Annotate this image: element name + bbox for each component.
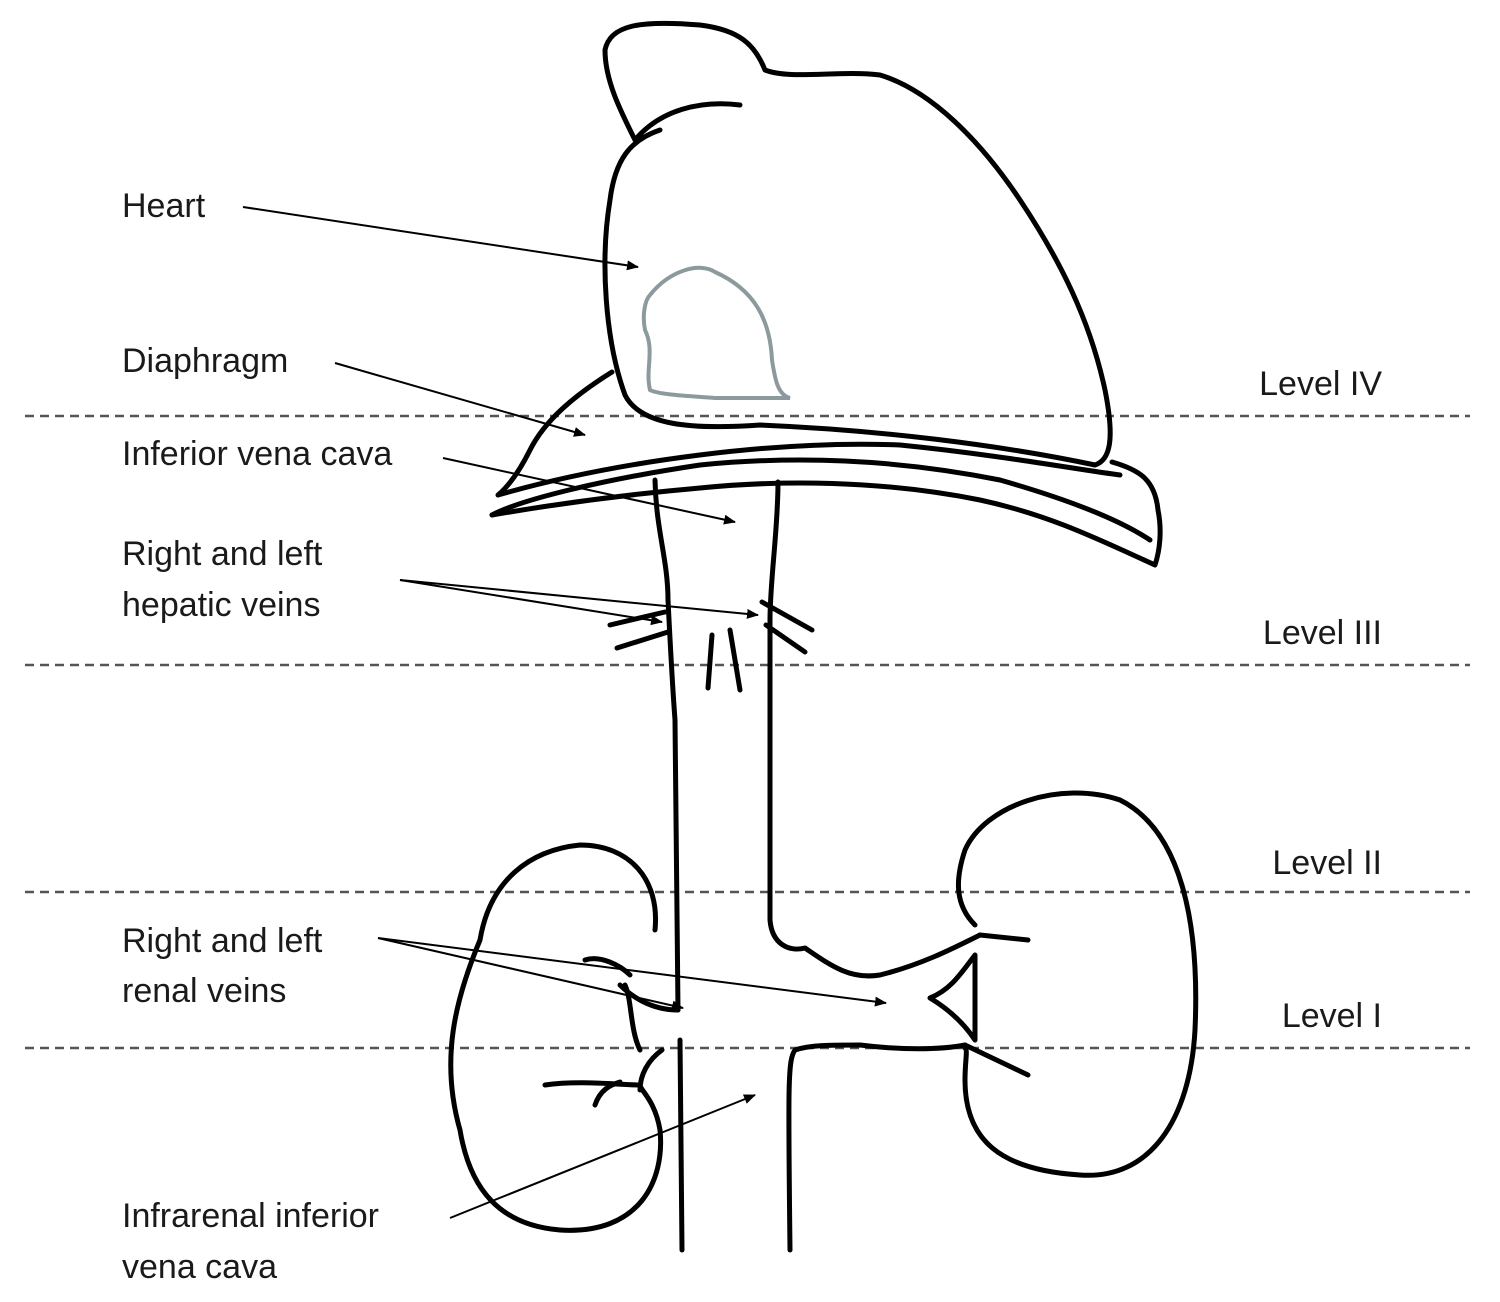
label-hepatic-1: Right and left bbox=[122, 535, 323, 573]
label-heart: Heart bbox=[122, 187, 206, 225]
level-ii-label: Level II bbox=[1272, 844, 1382, 882]
level-i-label: Level I bbox=[1282, 997, 1382, 1035]
label-hepatic-2: hepatic veins bbox=[122, 586, 320, 624]
label-infrarenal-1: Infrarenal inferior bbox=[122, 1197, 379, 1235]
heart-shape bbox=[602, 20, 1113, 468]
label-ivc: Inferior vena cava bbox=[122, 435, 392, 473]
ivc-arrow bbox=[442, 457, 736, 525]
renal-arrow-right bbox=[377, 937, 684, 1011]
ivc-shape bbox=[582, 477, 1031, 1253]
left-kidney bbox=[955, 790, 1199, 1178]
diaphragm-shape bbox=[489, 369, 1163, 568]
level-iv-label: Level IV bbox=[1259, 365, 1382, 403]
infrarenal-arrow bbox=[449, 1094, 756, 1219]
hepatic-arrow-right bbox=[399, 579, 663, 626]
atrium-shape bbox=[641, 265, 791, 400]
label-diaphragm: Diaphragm bbox=[122, 342, 288, 380]
heart-arrow bbox=[242, 206, 639, 271]
hepatic-arrow-left bbox=[399, 579, 759, 619]
label-renal-1: Right and left bbox=[122, 922, 323, 960]
level-iii-label: Level III bbox=[1263, 614, 1382, 652]
label-infrarenal-2: vena cava bbox=[122, 1248, 277, 1286]
label-renal-2: renal veins bbox=[122, 972, 286, 1010]
diaphragm-arrow bbox=[334, 362, 586, 437]
right-kidney bbox=[448, 842, 664, 1233]
renal-arrow-left bbox=[377, 937, 887, 1007]
